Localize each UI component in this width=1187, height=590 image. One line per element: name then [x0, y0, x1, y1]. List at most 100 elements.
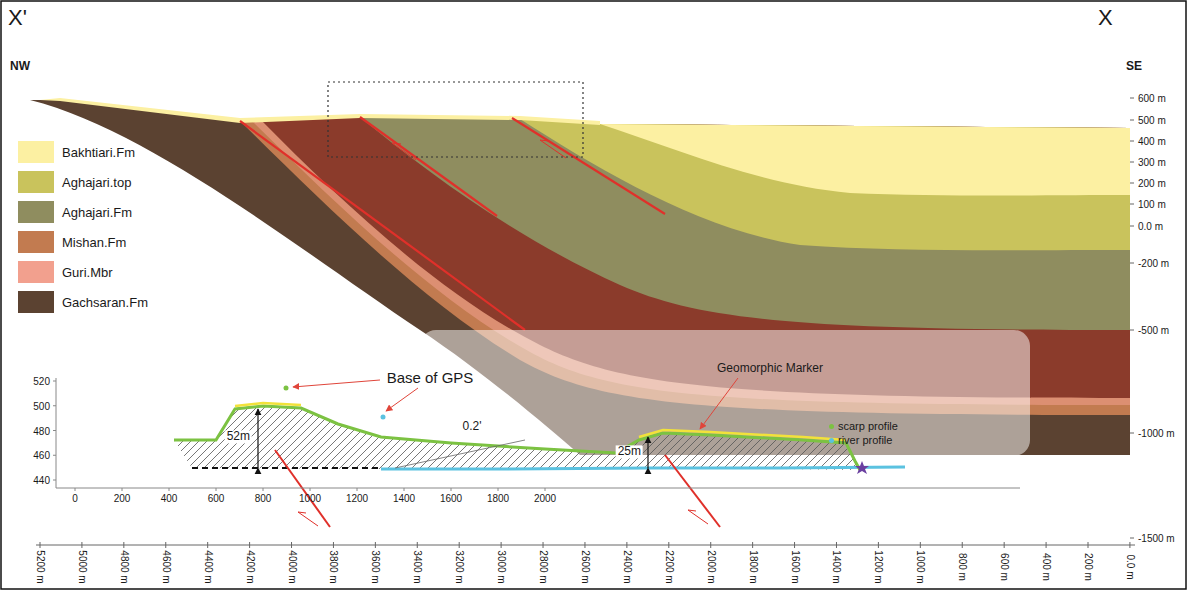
dimension-label: 52m [225, 430, 252, 443]
legend-entry: Guri.Mbr [18, 261, 113, 283]
axis-tick [878, 542, 879, 548]
inset-axis-label: 800 [255, 493, 272, 504]
callout-label: Base of GPS [387, 370, 474, 387]
callout-arrow [386, 388, 418, 411]
distance-tick-label: 4200 m [244, 550, 255, 583]
legend-dot [829, 424, 834, 429]
geomorphic-marker-line [639, 430, 846, 440]
dimension-label: 0.2' [461, 420, 484, 433]
river-profile [381, 467, 905, 469]
distance-tick-label: 4000 m [286, 550, 297, 583]
distance-tick-label: 0.0 m [1124, 554, 1135, 579]
axis-tick [1130, 120, 1134, 121]
distance-tick-label: 1000 m [915, 550, 926, 583]
distance-tick-label: 4800 m [118, 550, 129, 583]
legend-swatch [18, 261, 54, 283]
inset-axis-label: 600 [208, 493, 225, 504]
distance-tick-label: 4400 m [202, 550, 213, 583]
axis-tick [1004, 542, 1005, 548]
inset-x-axis [56, 488, 1020, 489]
dimension-arrow [647, 437, 648, 468]
distance-tick-label: 2400 m [621, 550, 632, 583]
axis-tick [53, 480, 56, 481]
axis-tick [626, 542, 627, 548]
legend-text: Bakhtiari.Fm [62, 145, 135, 160]
distance-tick-label: 600 m [999, 553, 1010, 581]
axis-tick [1130, 141, 1134, 142]
axis-tick [165, 542, 166, 548]
axis-tick [1130, 204, 1134, 205]
distance-tick-label: 5000 m [76, 550, 87, 583]
inset-axis-label: 500 [33, 400, 50, 411]
axis-tick [794, 542, 795, 548]
axis-tick [249, 542, 250, 548]
axis-tick [1130, 98, 1134, 99]
distance-tick-label: 4600 m [160, 550, 171, 583]
elevation-tick-label: 600 m [1138, 93, 1166, 104]
axis-tick [207, 542, 208, 548]
legend-text: Aghajari.top [62, 175, 131, 190]
legend-swatch [18, 231, 54, 253]
callout-arrow [293, 380, 380, 387]
inset-y-axis [56, 378, 57, 488]
legend-entry: Bakhtiari.Fm [18, 141, 135, 163]
inset-axis-label: 1600 [440, 493, 462, 504]
elevation-tick-label: 0.0 m [1138, 221, 1163, 232]
legend-swatch [18, 291, 54, 313]
inset-axis-label: 440 [33, 475, 50, 486]
axis-tick [1130, 330, 1134, 331]
legend-entry: scarp profile [829, 420, 898, 432]
legend-swatch [18, 171, 54, 193]
axis-tick [1130, 263, 1134, 264]
axis-tick [75, 488, 76, 491]
axis-tick [1130, 183, 1134, 184]
axis-tick [417, 542, 418, 548]
legend-text: river profile [838, 434, 892, 446]
axis-tick [40, 542, 41, 548]
axis-tick [584, 542, 585, 548]
axis-tick [710, 542, 711, 548]
fault-slip-arrow [298, 512, 318, 526]
fault-slip-arrow [540, 140, 566, 158]
legend-entry: Mishan.Fm [18, 231, 126, 253]
distance-tick-label: 2000 m [705, 550, 716, 583]
inset-axis-label: 1400 [393, 493, 415, 504]
distance-tick-label: 2600 m [579, 550, 590, 583]
legend-text: Gachsaran.Fm [62, 295, 148, 310]
direction-label: SE [1126, 60, 1142, 73]
elevation-tick-label: -500 m [1138, 325, 1169, 336]
fault-line [512, 118, 665, 214]
axis-tick [836, 542, 837, 548]
dimension-label: 25m [616, 445, 643, 458]
axis-tick [962, 542, 963, 548]
distance-tick-label: 5200 m [35, 550, 46, 583]
inset-axis-label: 1000 [299, 493, 321, 504]
callout-arrow [700, 378, 738, 429]
axis-tick [752, 542, 753, 548]
distance-tick-label: 200 m [1083, 553, 1094, 581]
legend-entry: Gachsaran.Fm [18, 291, 148, 313]
fault-slip-arrow [688, 510, 708, 524]
distance-tick-label: 3400 m [412, 550, 423, 583]
fault-line [360, 117, 497, 216]
axis-tick [263, 488, 264, 491]
axis-tick [668, 542, 669, 548]
axis-tick [53, 381, 56, 382]
legend-text: scarp profile [838, 420, 898, 432]
legend-text: Aghajari.Fm [62, 205, 132, 220]
elevation-tick-label: 100 m [1138, 199, 1166, 210]
elevation-tick-label: 400 m [1138, 136, 1166, 147]
legend-entry: Aghajari.top [18, 171, 131, 193]
axis-tick [545, 488, 546, 491]
elevation-tick-label: -200 m [1138, 258, 1169, 269]
elevation-tick-label: -1500 m [1138, 533, 1175, 544]
axis-tick [920, 542, 921, 548]
axis-tick [53, 455, 56, 456]
axis-tick [498, 488, 499, 491]
axis-tick [1129, 542, 1130, 548]
callout-label: Geomorphic Marker [717, 362, 823, 375]
legend-text: Guri.Mbr [62, 265, 113, 280]
gps-base-point [284, 386, 289, 391]
